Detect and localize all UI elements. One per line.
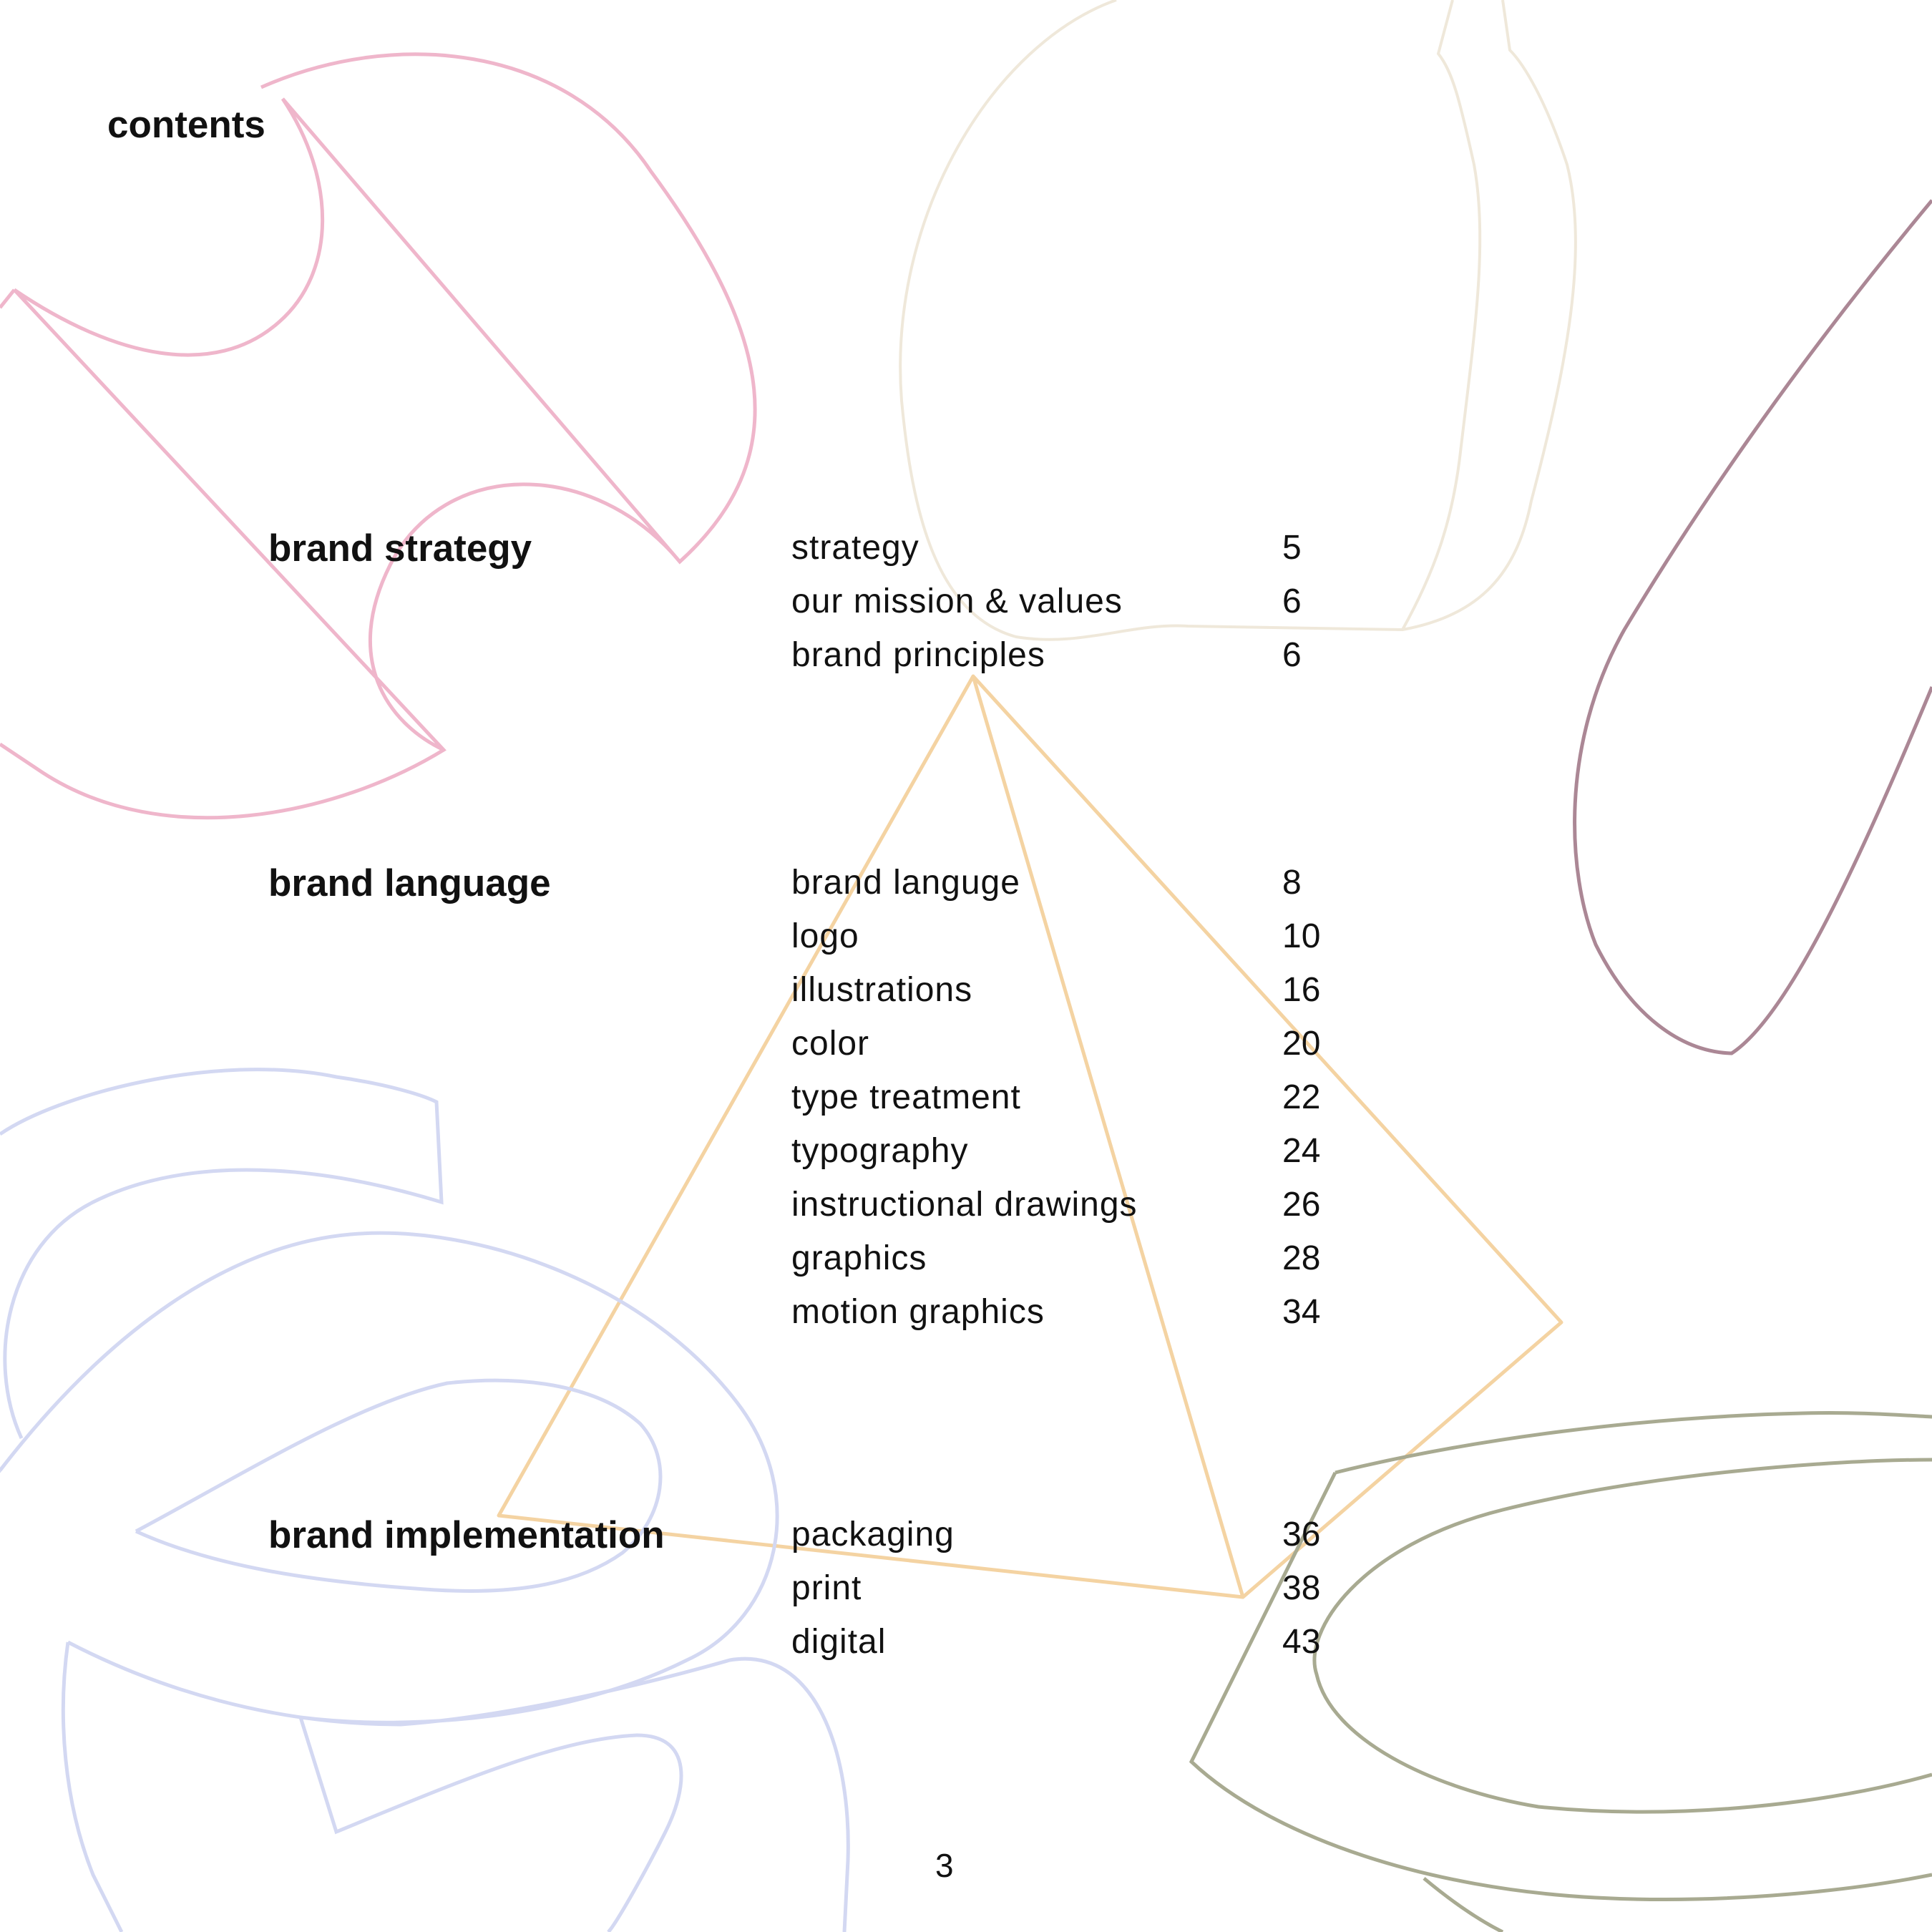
toc-item-page[interactable]: 6: [1282, 582, 1302, 620]
toc-item-label[interactable]: logo: [791, 917, 859, 955]
toc-item-page[interactable]: 20: [1282, 1025, 1321, 1063]
toc-item-label[interactable]: illustrations: [791, 971, 973, 1009]
toc-item-page[interactable]: 16: [1282, 971, 1321, 1009]
toc-item-label[interactable]: strategy: [791, 529, 919, 567]
lavender-outline-shape: [0, 1068, 850, 1932]
toc-item-page[interactable]: 10: [1282, 917, 1321, 955]
toc-item-label[interactable]: brand principles: [791, 636, 1045, 674]
toc-item-label[interactable]: packaging: [791, 1516, 955, 1553]
toc-item-label[interactable]: motion graphics: [791, 1293, 1045, 1331]
toc-item-page[interactable]: 26: [1282, 1186, 1321, 1224]
toc-item-page[interactable]: 28: [1282, 1239, 1321, 1277]
beige-outline-shape: [899, 0, 1577, 641]
toc-item-page[interactable]: 5: [1282, 529, 1302, 567]
mauve-outline-shape: [1573, 199, 1932, 1055]
page-number: 3: [935, 1847, 954, 1884]
toc-item-label[interactable]: color: [791, 1025, 870, 1063]
toc-item-label[interactable]: type treatment: [791, 1078, 1021, 1116]
toc-item-page[interactable]: 34: [1282, 1293, 1321, 1331]
toc-item-page[interactable]: 43: [1282, 1623, 1321, 1661]
toc-item-label[interactable]: typography: [791, 1132, 969, 1170]
toc-item-page[interactable]: 8: [1282, 864, 1302, 902]
toc-item-label[interactable]: instructional drawings: [791, 1186, 1138, 1224]
pink-outline-shape: [0, 52, 757, 820]
toc-item-label[interactable]: our mission & values: [791, 582, 1123, 620]
toc-item-page[interactable]: 38: [1282, 1569, 1321, 1607]
section-heading-brand-implementation: brand implementation: [268, 1514, 665, 1556]
toc-item-label[interactable]: brand languge: [791, 864, 1020, 902]
toc-item-label[interactable]: digital: [791, 1623, 887, 1661]
section-heading-brand-strategy: brand strategy: [268, 527, 532, 570]
olive-outline-shape: [1189, 1411, 1932, 1932]
toc-item-page[interactable]: 6: [1282, 636, 1302, 674]
toc-item-page[interactable]: 24: [1282, 1132, 1321, 1170]
toc-item-label[interactable]: print: [791, 1569, 862, 1607]
page-title: contents: [107, 104, 265, 146]
toc-item-label[interactable]: graphics: [791, 1239, 927, 1277]
toc-item-page[interactable]: 22: [1282, 1078, 1321, 1116]
section-heading-brand-language: brand language: [268, 862, 551, 904]
orange-outline-shape: [497, 674, 1563, 1599]
toc-item-page[interactable]: 36: [1282, 1516, 1321, 1553]
